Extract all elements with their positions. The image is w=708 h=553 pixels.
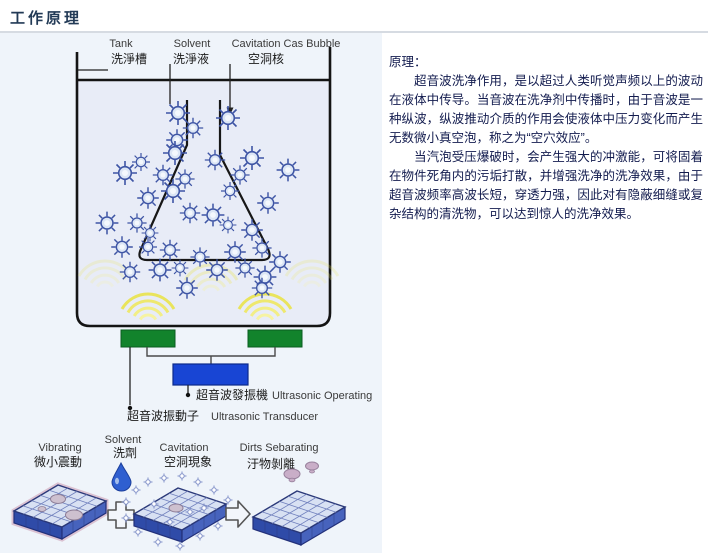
tank-liquid xyxy=(78,80,329,325)
solvent2-label-en: Solvent xyxy=(105,434,142,446)
transducer-wiring xyxy=(146,347,276,364)
cavitation-bubble-label-zh: 空洞核 xyxy=(248,52,284,66)
generator-label-zh: 超音波發振機 xyxy=(196,387,268,402)
cavitation-part-illustration xyxy=(121,471,235,551)
water-drop-icon xyxy=(111,461,132,492)
article-heading: 原理： xyxy=(389,55,427,69)
arrow-right-icon xyxy=(225,500,251,528)
tank-label-en: Tank xyxy=(109,38,133,50)
plus-icon xyxy=(107,501,135,529)
tank-label-zh: 洗淨槽 xyxy=(111,52,147,66)
separated-dirt-icon xyxy=(283,461,319,483)
article-paragraph-2: 当汽泡受压爆破时，会产生强大的冲激能，可将固着在物件死角内的污垢打散，并增强洗净… xyxy=(389,150,703,221)
transducer-label-zh: 超音波振動子 xyxy=(127,408,199,423)
transducer-label-en: Ultrasonic Transducer xyxy=(211,411,318,423)
page-title: 工作原理 xyxy=(10,10,83,27)
article-paragraph-1: 超音波洗净作用，是以超过人类听觉声频以上的波动在液体中传导。当音波在洗净剂中传播… xyxy=(389,74,703,145)
diagram-svg: Tank 洗淨槽 Solvent 洗淨液 Cavitation Cas Bubb… xyxy=(11,38,372,551)
vibrating-label-zh: 微小震動 xyxy=(34,455,82,469)
dirty-part-illustration xyxy=(11,482,109,542)
clean-part-illustration xyxy=(252,490,346,546)
principle-article: 原理： 超音波洗净作用，是以超过人类听觉声频以上的波动在液体中传导。当音波在洗净… xyxy=(389,53,703,224)
cavitation-label-zh: 空洞現象 xyxy=(164,455,212,469)
ultrasonic-diagram: Tank 洗淨槽 Solvent 洗淨液 Cavitation Cas Bubb… xyxy=(0,33,382,553)
transducer-block-right xyxy=(247,329,303,348)
vibrating-label-en: Vibrating xyxy=(38,442,81,454)
dirts-label-en: Dirts Sebarating xyxy=(240,442,319,454)
cavitation-label-en: Cavitation xyxy=(160,442,209,454)
solvent-label-zh: 洗淨液 xyxy=(173,51,209,66)
generator-block xyxy=(172,363,249,386)
cavitation-bubble-label-en: Cavitation Cas Bubble xyxy=(232,38,341,50)
solvent-label-en: Solvent xyxy=(174,38,211,50)
transducer-block-left xyxy=(120,329,176,348)
tank-outline xyxy=(75,47,332,328)
generator-leader-dot xyxy=(185,392,191,398)
solvent2-label-zh: 洗劑 xyxy=(113,445,137,460)
transducer-leader-dot xyxy=(127,405,133,411)
generator-label-en: Ultrasonic Operating xyxy=(272,390,372,402)
title-divider xyxy=(0,31,708,33)
dirts-label-zh: 汙物剝離 xyxy=(247,457,295,471)
